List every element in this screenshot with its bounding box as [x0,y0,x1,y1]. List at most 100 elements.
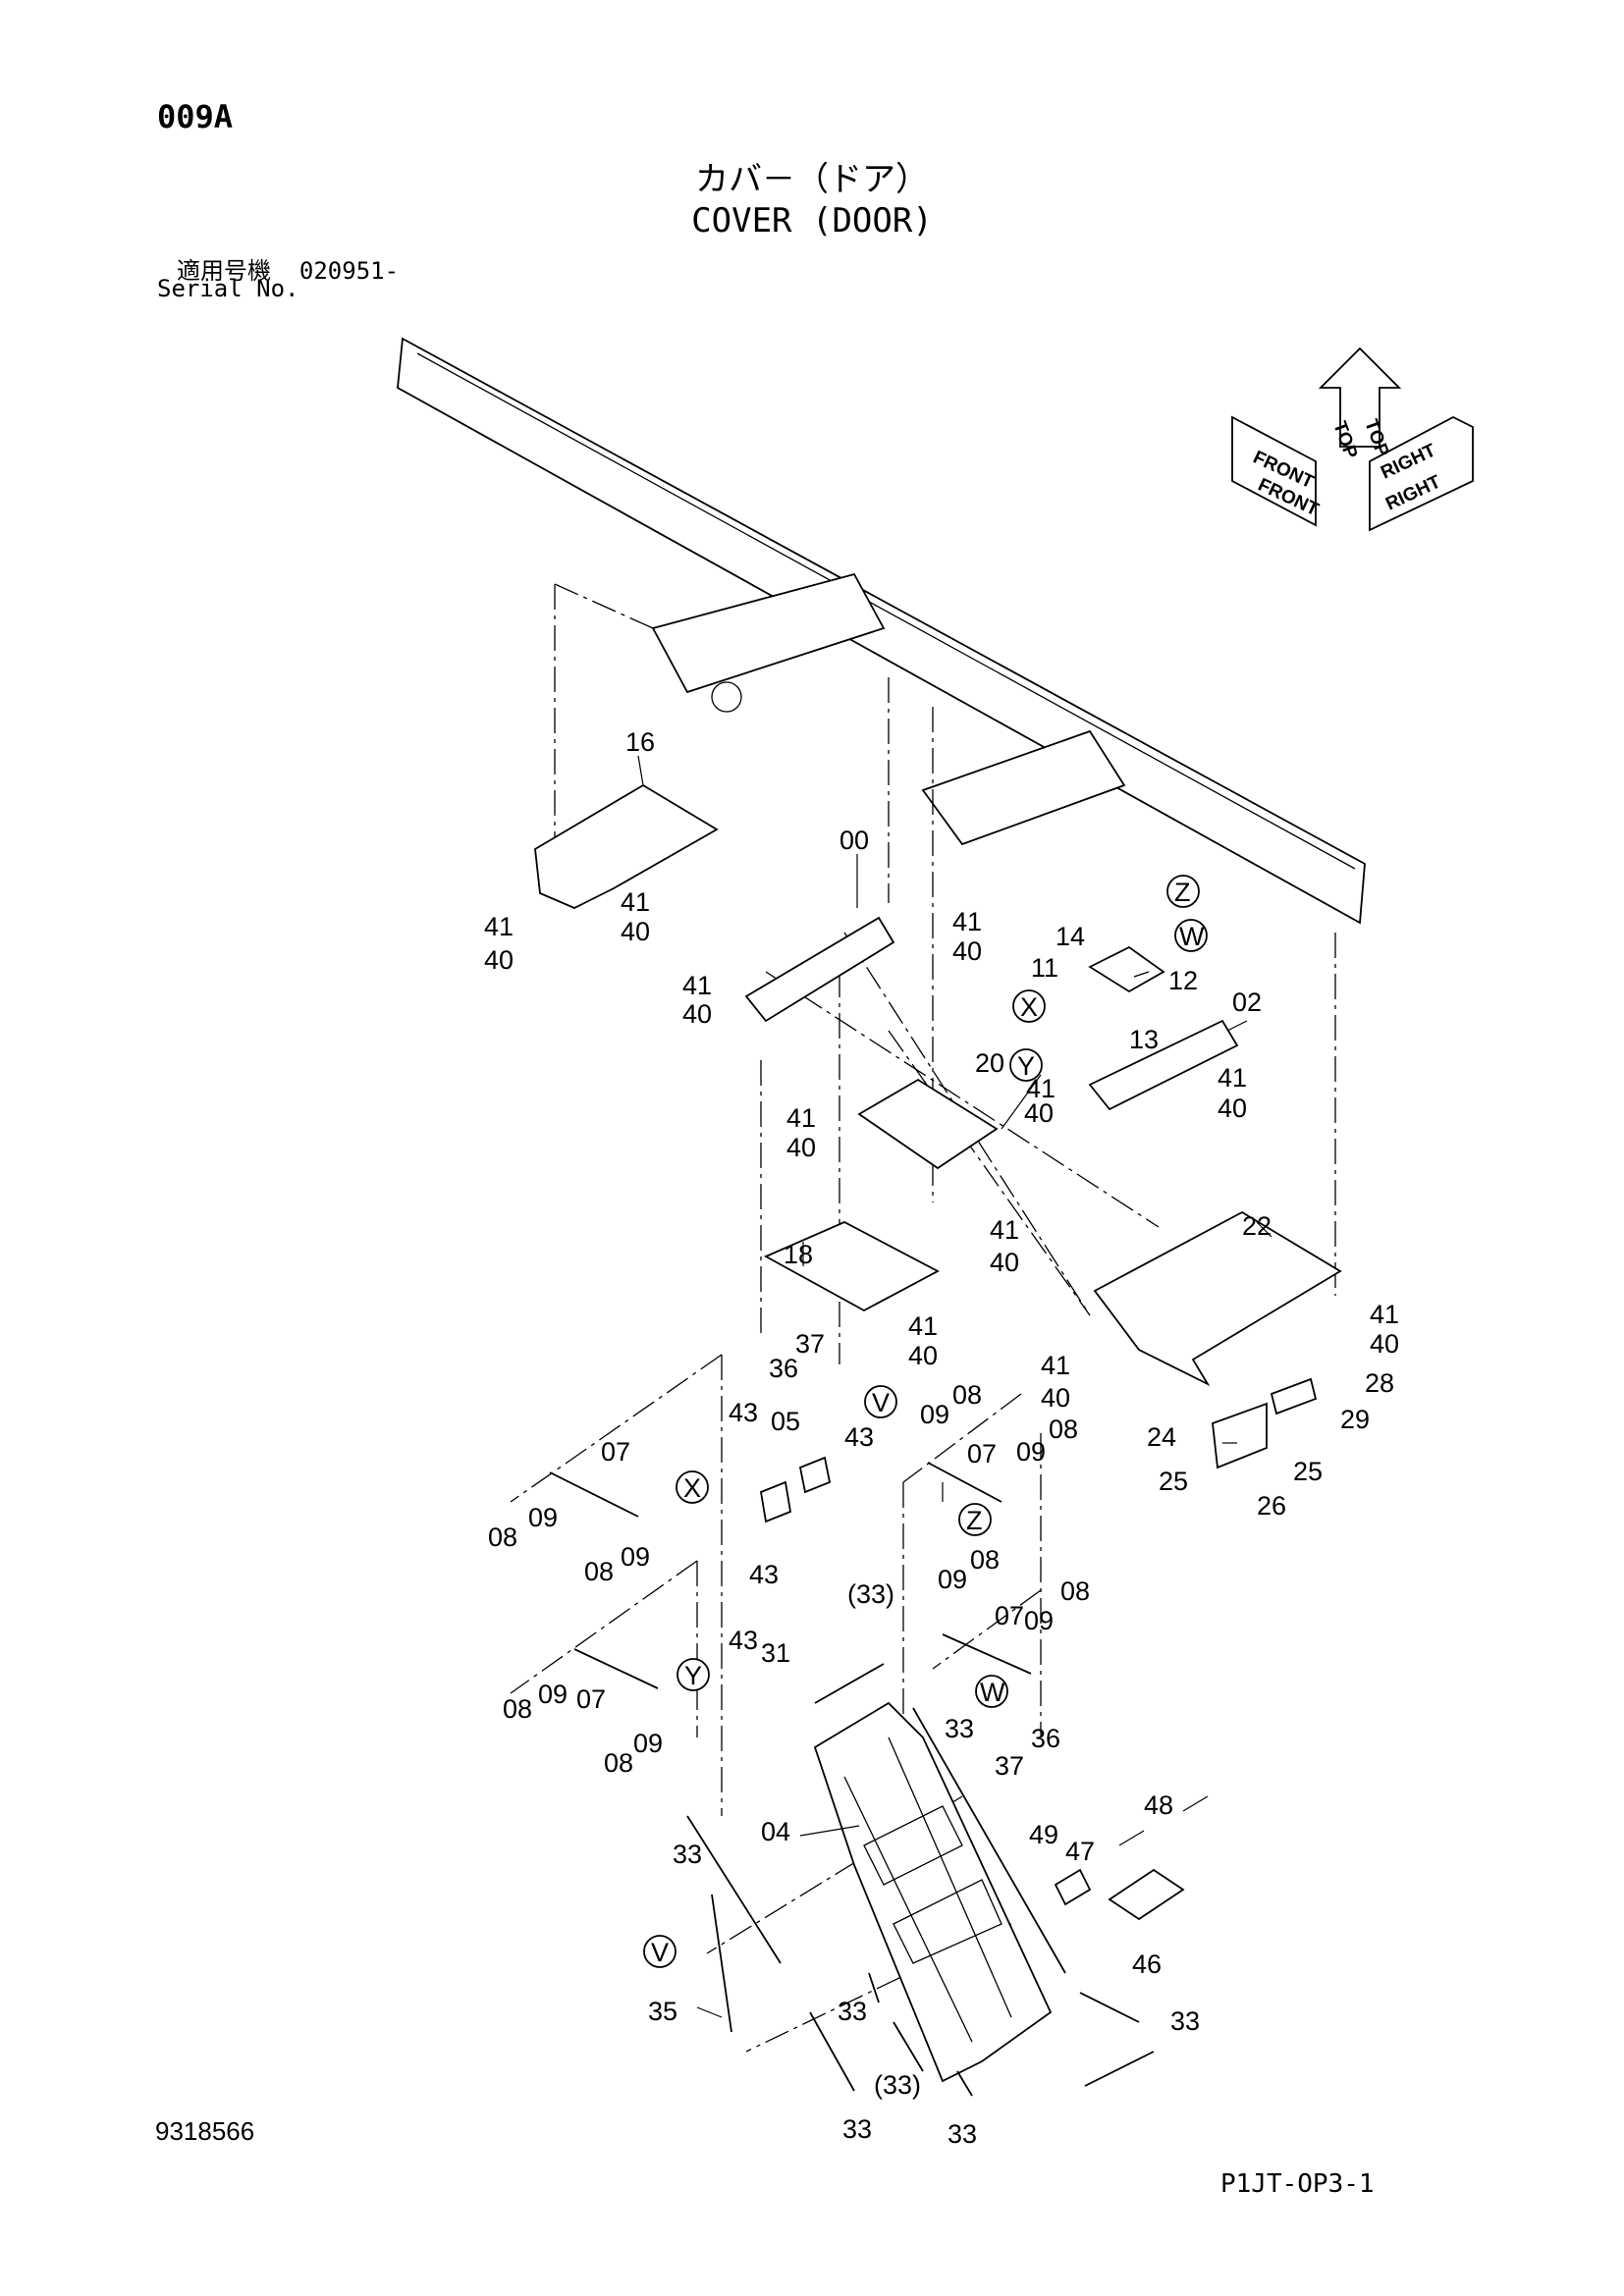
callout-33: 33 [945,1714,974,1743]
callout-47: 47 [1065,1837,1095,1866]
part-33-strip-paren [893,2021,924,2072]
callout-33: 33 [947,2119,977,2149]
callout-08: 08 [1049,1415,1078,1444]
part-33-strip-left [686,1815,782,1964]
frame-crossmember-left [651,572,886,694]
part-05-hinge [759,1480,792,1523]
callout-04: 04 [761,1817,790,1846]
detail-marker-v [643,1935,677,1968]
detail-marker-w-top [1174,919,1208,952]
title-english: COVER (DOOR) [691,201,933,240]
serial-label-en: Serial No. [157,275,299,302]
callout-29: 29 [1340,1405,1370,1434]
detail-marker-z-label: Z [966,1506,983,1535]
callout-40: 40 [1024,1098,1054,1128]
callout-35: 35 [648,1997,677,2026]
right-arrow [1369,415,1474,532]
callout-33: 33 [1170,2006,1200,2036]
callout-41: 41 [952,907,982,936]
callout-08: 08 [584,1557,614,1586]
callout-08: 08 [970,1545,1000,1575]
callout-31: 31 [761,1638,790,1668]
part-11-plate [1088,945,1165,993]
detail-marker-z [958,1503,992,1536]
detail-marker-x [676,1470,709,1504]
part-07-rod-y [573,1648,659,1689]
callout-22: 22 [1242,1211,1272,1241]
serial-range: 020951- [298,257,400,285]
callout-08: 08 [952,1380,982,1410]
callout-12: 12 [1168,966,1198,995]
callout-40: 40 [908,1341,938,1370]
part-24-bracket [1212,1402,1268,1469]
callout-41: 41 [908,1311,938,1341]
callout-13: 13 [1129,1025,1159,1054]
detail-marker-x-top [1012,989,1046,1023]
orientation-indicator: FRONT FRONT TOP TOP RIGHT RIGHT [1231,347,1474,532]
part-callouts: 16 00 41 40 41 40 41 40 41 40 41 40 14 1… [484,727,1399,2149]
callout-48: 48 [1144,1790,1173,1820]
callout-07: 07 [601,1437,630,1467]
callout-14: 14 [1056,922,1085,951]
callout-41: 41 [1370,1300,1399,1329]
callout-05: 05 [771,1407,800,1436]
detail-marker-y-top [1009,1048,1043,1082]
callout-07: 07 [995,1601,1024,1630]
part-33-strip-bottom [956,2070,973,2097]
detail-marker-y-label: Y [684,1661,702,1690]
part-18-plate [763,1221,940,1312]
callout-41: 41 [990,1215,1019,1245]
detail-marker-y-top-label: Y [1017,1051,1035,1081]
callout-37: 37 [795,1329,825,1359]
callout-41: 41 [484,912,514,941]
detail-marker-w [975,1675,1008,1708]
detail-marker-w-top-label: W [1179,922,1205,951]
callout-40: 40 [1370,1329,1399,1359]
callout-26: 26 [1257,1491,1286,1521]
detail-marker-x-label: X [683,1473,701,1503]
callout-41: 41 [621,887,650,917]
callout-07: 07 [576,1684,606,1714]
callout-46: 46 [1132,1949,1162,1979]
detail-marker-y [677,1658,710,1691]
callout-25: 25 [1293,1457,1323,1486]
callout-41: 41 [682,971,712,1000]
callout-09: 09 [920,1400,949,1429]
detail-markers: Z W X Y V Z X Y W V [643,875,1208,1968]
top-arrow [1318,347,1402,448]
part-07-rod-z [927,1462,1002,1503]
callout-16: 16 [625,727,655,757]
callout-11: 11 [1031,953,1058,983]
callout-08: 08 [1060,1576,1090,1606]
callout-07: 07 [967,1439,997,1468]
callout-41: 41 [1218,1063,1247,1093]
callout-33: 33 [842,2114,872,2144]
detail-marker-z-top-label: Z [1174,878,1191,907]
callout-09: 09 [1016,1437,1046,1467]
part-33-strip-bottom-right [1079,1992,1140,2023]
callout-49: 49 [1029,1820,1058,1849]
callout-33: 33 [673,1840,702,1869]
part-35-rod [711,1894,732,2033]
frame-beam [397,337,1366,925]
callout-41: 41 [1041,1351,1070,1380]
callout-37: 37 [995,1751,1024,1781]
callout-43: 43 [729,1398,758,1427]
callout-43: 43 [844,1422,874,1452]
frame-crossmember-right [921,729,1126,846]
sheet-code: P1JT-OP3-1 [1220,2169,1375,2199]
serial-label-jp: 適用号機 [177,257,271,285]
callout-09: 09 [938,1565,967,1594]
callout-20: 20 [975,1048,1004,1078]
part-07-rod-x [549,1471,639,1518]
part-33-strip-bottom-left [809,2011,855,2092]
frame-main-rail [397,337,1366,925]
part-33-strip-small [868,1972,880,2003]
detail-marker-z-top [1166,875,1200,908]
callout-25: 25 [1159,1467,1188,1496]
callout-40: 40 [484,945,514,975]
callout-00: 00 [839,826,869,855]
callout-08: 08 [488,1522,517,1552]
callout-08: 08 [503,1694,532,1724]
detail-marker-x-top-label: X [1020,992,1038,1022]
